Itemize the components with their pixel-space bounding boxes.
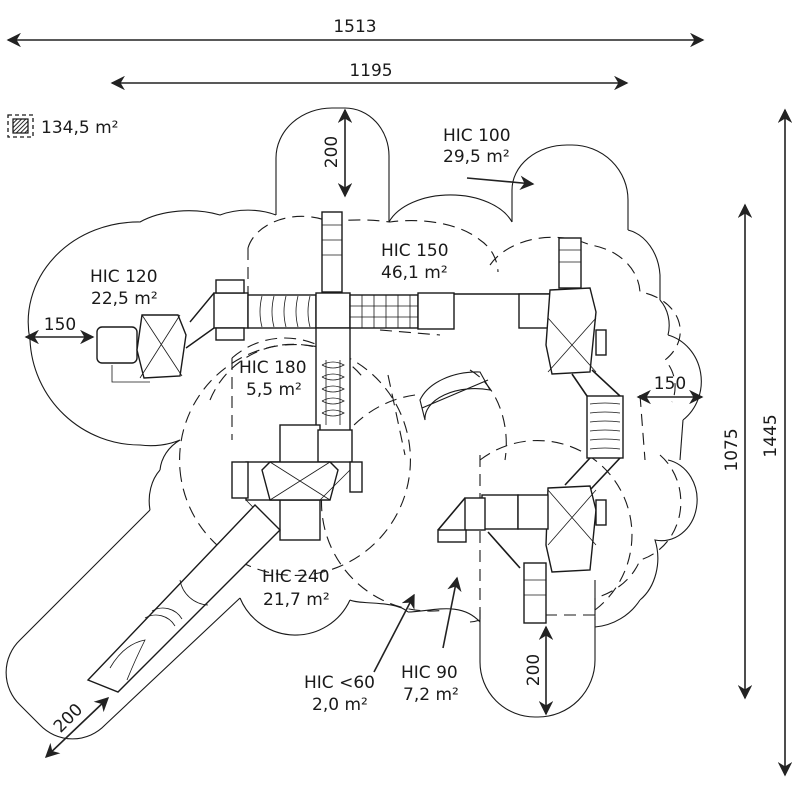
zone-area: 46,1 m² — [381, 263, 448, 283]
legend-total-area: 134,5 m² — [41, 118, 118, 138]
top-ladder — [321, 211, 343, 293]
dim-left-150-label: 150 — [44, 315, 76, 335]
dim-bottom-200-label: 200 — [524, 654, 544, 686]
zone-hic: HIC 90 — [401, 663, 458, 683]
zone-hic: HIC 180 — [239, 358, 307, 378]
dim-slide-200-label: 200 — [50, 700, 87, 737]
dimension-structure-width: 1195 — [110, 61, 629, 91]
zone-label-hic60: HIC <60 2,0 m² — [304, 593, 415, 715]
dim-1075-label: 1075 — [722, 428, 742, 471]
zone-label-hic90: HIC 90 7,2 m² — [401, 576, 462, 705]
tube-slide — [86, 503, 281, 693]
dimension-structure-depth: 1075 — [722, 203, 753, 700]
clearance-left: 150 — [24, 315, 95, 345]
dim-1513-label: 1513 — [333, 17, 376, 37]
curved-slide — [419, 371, 492, 421]
zone-hic: HIC 240 — [262, 567, 330, 587]
legend-dashed-frame — [7, 114, 34, 138]
zone-hic: HIC <60 — [304, 673, 375, 693]
zone-area: 21,7 m² — [263, 590, 330, 610]
dim-1445-label: 1445 — [761, 414, 781, 457]
dimension-overall-width: 1513 — [6, 17, 705, 48]
zone-label-hic120: HIC 120 22,5 m² — [90, 267, 158, 309]
clearance-right: 150 — [636, 374, 704, 405]
zone-area: 2,0 m² — [312, 695, 368, 715]
hatched-square-icon — [12, 118, 29, 134]
zone-hic: HIC 100 — [443, 126, 511, 146]
zone-label-hic150: HIC 150 46,1 m² — [381, 241, 449, 283]
right-tower-bottom — [437, 485, 607, 624]
dim-1195-label: 1195 — [349, 61, 392, 81]
dim-right-150-label: 150 — [654, 374, 686, 394]
top-walkway — [96, 279, 552, 383]
clearance-bottom: 200 — [524, 625, 554, 716]
zone-label-hic240: HIC 240 21,7 m² — [262, 567, 330, 610]
zone-area: 5,5 m² — [246, 380, 302, 400]
zone-hic: HIC 150 — [381, 241, 449, 261]
climbing-net — [315, 327, 351, 434]
zone-label-hic180: HIC 180 5,5 m² — [239, 358, 307, 400]
dim-top-200-label: 200 — [322, 136, 342, 168]
safety-zone-outline — [5, 107, 702, 740]
right-tower-top — [545, 287, 621, 397]
legend: 134,5 m² — [7, 114, 118, 138]
zone-area: 29,5 m² — [443, 147, 510, 167]
clearance-top: 200 — [322, 108, 353, 198]
zone-label-hic100: HIC 100 29,5 m² — [443, 126, 535, 190]
right-stairs — [564, 395, 624, 491]
top-right-ladder — [558, 237, 582, 289]
zone-hic: HIC 120 — [90, 267, 158, 287]
dimension-overall-depth: 1445 — [761, 108, 793, 777]
zone-area: 7,2 m² — [403, 685, 459, 705]
clearance-slide: 200 — [44, 697, 110, 758]
zone-area: 22,5 m² — [91, 289, 158, 309]
central-tower — [231, 424, 363, 541]
